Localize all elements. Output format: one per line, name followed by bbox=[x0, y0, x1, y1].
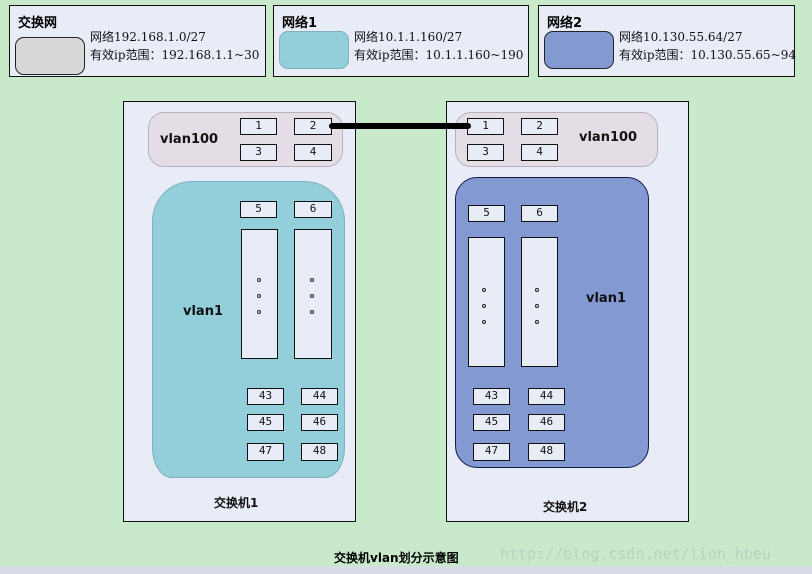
switch2-port-46[interactable]: 46 bbox=[528, 414, 565, 431]
switch1-port-47[interactable]: 47 bbox=[247, 443, 284, 461]
switch2-port-3[interactable]: 3 bbox=[467, 144, 504, 161]
legend-range: 有效ip范围：10.130.55.65~94 bbox=[619, 48, 797, 62]
switch2-port-6[interactable]: 6 bbox=[521, 205, 558, 222]
legend-title: 网络1 bbox=[282, 16, 318, 31]
diagram-caption: 交换机vlan划分示意图 bbox=[334, 551, 459, 565]
legend-network: 网络10.130.55.64/27 bbox=[619, 30, 743, 44]
legend-title: 网络2 bbox=[547, 16, 583, 31]
switch2-port-43[interactable]: 43 bbox=[473, 388, 510, 405]
legend-swatch-blue bbox=[544, 31, 614, 69]
switch2-vlan1-label: vlan1 bbox=[586, 291, 627, 306]
legend-switch-network: 交换网 网络192.168.1.0/27 有效ip范围：192.168.1.1~… bbox=[9, 5, 266, 77]
legend-title: 交换网 bbox=[18, 16, 58, 31]
switch1-port-4[interactable]: 4 bbox=[294, 144, 332, 161]
legend-network: 网络192.168.1.0/27 bbox=[90, 30, 206, 44]
ellipsis-dot bbox=[535, 288, 539, 292]
watermark-url: http://blog.csdn.net/lion_hbeu bbox=[500, 545, 771, 563]
switch1-port-46[interactable]: 46 bbox=[301, 414, 338, 431]
switch2-port-column-even bbox=[521, 237, 558, 367]
ellipsis-dot bbox=[310, 278, 314, 282]
switch1-port-5[interactable]: 5 bbox=[240, 201, 277, 218]
switch1-port-1[interactable]: 1 bbox=[240, 118, 277, 135]
switch2-port-1[interactable]: 1 bbox=[467, 118, 504, 135]
switch2-port-4[interactable]: 4 bbox=[521, 144, 558, 161]
ellipsis-dot bbox=[482, 288, 486, 292]
legend-range: 有效ip范围：10.1.1.160~190 bbox=[354, 48, 524, 62]
switch1-vlan100-label: vlan100 bbox=[160, 132, 219, 147]
switch2-port-45[interactable]: 45 bbox=[473, 414, 510, 431]
switch2-port-47[interactable]: 47 bbox=[473, 443, 510, 461]
switch2-port-column-odd bbox=[468, 237, 505, 367]
ellipsis-dot bbox=[482, 320, 486, 324]
bottom-bar bbox=[0, 566, 812, 574]
switch1-port-3[interactable]: 3 bbox=[240, 144, 277, 161]
legend-network2: 网络2 网络10.130.55.64/27 有效ip范围：10.130.55.6… bbox=[538, 5, 797, 77]
legend-range: 有效ip范围：192.168.1.1~30 bbox=[90, 48, 260, 62]
switch1-port-45[interactable]: 45 bbox=[247, 414, 284, 431]
legend-swatch-gray bbox=[15, 37, 85, 75]
switch2-label: 交换机2 bbox=[543, 500, 588, 514]
switch2-vlan100-label: vlan100 bbox=[579, 130, 638, 145]
switch1-port-column-even bbox=[294, 229, 332, 359]
switch1-port-44[interactable]: 44 bbox=[301, 388, 338, 405]
switch1-port-48[interactable]: 48 bbox=[301, 443, 338, 461]
trunk-link-cable bbox=[329, 123, 471, 129]
switch2-port-5[interactable]: 5 bbox=[468, 205, 505, 222]
switch2-port-2[interactable]: 2 bbox=[521, 118, 558, 135]
ellipsis-dot bbox=[257, 294, 261, 298]
ellipsis-dot bbox=[310, 310, 314, 314]
legend-network1: 网络1 网络10.1.1.160/27 有效ip范围：10.1.1.160~19… bbox=[273, 5, 529, 77]
legend-swatch-cyan bbox=[279, 31, 349, 69]
ellipsis-dot bbox=[257, 278, 261, 282]
switch1-vlan1-label: vlan1 bbox=[183, 304, 224, 319]
switch1-label: 交换机1 bbox=[214, 496, 259, 510]
ellipsis-dot bbox=[257, 310, 261, 314]
ellipsis-dot bbox=[482, 304, 486, 308]
ellipsis-dot bbox=[535, 320, 539, 324]
switch2-port-44[interactable]: 44 bbox=[528, 388, 565, 405]
switch1-port-2[interactable]: 2 bbox=[294, 118, 332, 135]
switch2-port-48[interactable]: 48 bbox=[528, 443, 565, 461]
switch1-port-43[interactable]: 43 bbox=[247, 388, 284, 405]
legend-network: 网络10.1.1.160/27 bbox=[354, 30, 463, 44]
switch1-port-column-odd bbox=[241, 229, 278, 359]
switch1-port-6[interactable]: 6 bbox=[294, 201, 332, 218]
ellipsis-dot bbox=[310, 294, 314, 298]
ellipsis-dot bbox=[535, 304, 539, 308]
